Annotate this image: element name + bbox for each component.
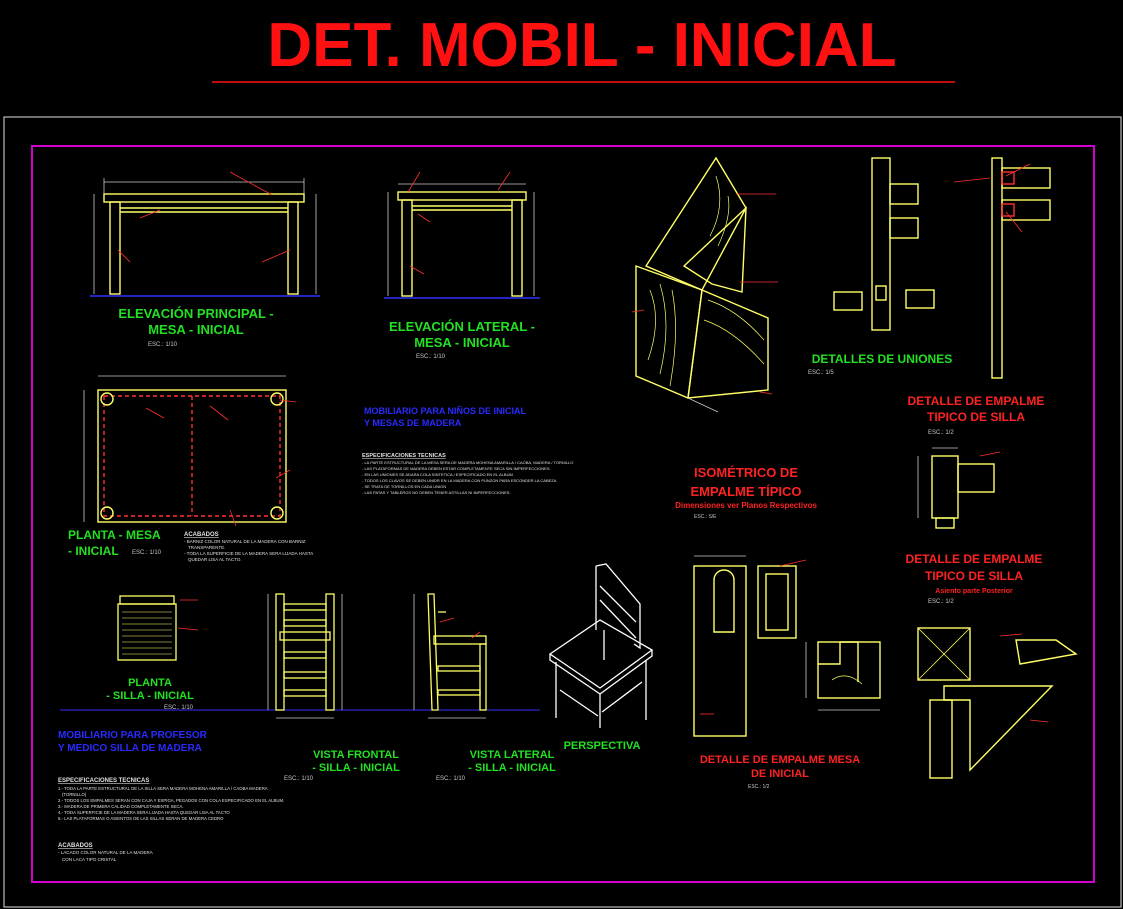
isometric-title-2: EMPALME TÍPICO: [691, 484, 802, 499]
specs-mesa-heading: ESPECIFICACIONES TECNICAS: [362, 453, 446, 459]
planta-silla-scale: ESC.: 1/10: [164, 705, 194, 711]
perspectiva-title: PERSPECTIVA: [564, 740, 641, 752]
vista-lateral-scale: ESC.: 1/10: [436, 776, 466, 782]
sheet-title: DET. MOBIL - INICIAL: [267, 11, 896, 80]
mobiliario-profesor-line-1: MOBILIARIO PARA PROFESOR: [58, 730, 208, 741]
acabados-silla-line-1: CON LACA TIPO CRISTAL: [62, 857, 117, 862]
elevation-lateral-drawing: [384, 191, 540, 299]
elevation-lateral-scale: ESC.: 1/10: [416, 354, 446, 360]
vista-frontal-drawing: [275, 593, 335, 711]
specs-mesa-line-0: - LA PARTE ESTRUCTURAL DE LA MESA SERA D…: [362, 460, 573, 465]
uniones-drawing: [833, 157, 1051, 379]
elevation-principal-drawing: [90, 193, 320, 297]
empalme-silla-1-title-1: DETALLE DE EMPALME: [908, 394, 1045, 408]
specs-silla-line-5: 5.- LAS PLATAFORMAS O ASIENTOS DE LAS SI…: [58, 816, 224, 821]
uniones-title: DETALLES DE UNIONES: [812, 352, 952, 366]
empalme-mesa-drawing: [693, 565, 881, 737]
uniones-notes: [953, 163, 1031, 233]
specs-silla-line-1: (TORNILLO): [62, 792, 87, 797]
elevation-principal-scale: ESC.: 1/10: [148, 342, 178, 348]
empalme-silla-2-drawing: [917, 627, 1078, 779]
planta-silla-drawing: [117, 595, 177, 661]
empalme-mesa-title-2: DE INICIAL: [751, 768, 809, 780]
empalme-silla-1-drawing: [931, 455, 995, 529]
vista-frontal-scale: ESC.: 1/10: [284, 776, 314, 782]
mobiliario-profesor-line-2: Y MEDICO SILLA DE MADERA: [58, 743, 202, 754]
perspectiva-drawing: [548, 563, 654, 728]
isometric-scale: ESC.: S/E: [694, 514, 717, 520]
empalme-silla-2-title-1: DETALLE DE EMPALME: [906, 552, 1043, 566]
elevation-lateral-title-1: ELEVACIÓN LATERAL -: [389, 319, 535, 334]
planta-mesa-scale: ESC.: 1/10: [132, 550, 162, 556]
specs-silla-line-0: 1.- TODA LA PARTE ESTRUCTURAL DE LA SILL…: [58, 786, 268, 791]
empalme-mesa-scale: ESC.: 1/2: [748, 784, 770, 790]
acabados-silla-heading: ACABADOS: [58, 843, 93, 849]
specs-mesa-line-2: - EN LAS UNIONES SE ADARA COLA SINTETICA…: [362, 472, 514, 477]
specs-mesa-line-1: - LAS PLATAFORMAS DE MADERA DEBEN ESTAR …: [362, 466, 551, 471]
empalme-silla-2-scale: ESC.: 1/2: [928, 599, 954, 605]
planta-silla-title-2: - SILLA - INICIAL: [106, 690, 194, 702]
planta-mesa-title-1: PLANTA - MESA: [68, 528, 161, 542]
acabados-mesa-line-1: TRANSPARENTE.: [188, 545, 225, 550]
specs-silla-heading: ESPECIFICACIONES TECNICAS: [58, 778, 149, 784]
specs-silla-line-2: 2.- TODOS LOS EMPALMES SERAN CON CAJA Y …: [58, 798, 284, 803]
planta-mesa-title-2: - INICIAL: [68, 544, 119, 558]
specs-mesa-line-4: - SE TRATA DE TORNILLOS EN CADA UNION: [362, 484, 446, 489]
isometric-title-1: ISOMÉTRICO DE: [694, 465, 798, 480]
elevation-lateral-title-2: MESA - INICIAL: [414, 335, 510, 350]
isometric-joint-notes: [631, 193, 778, 395]
acabados-mesa-line-0: - BARNIZ COLOR NATURAL DE LA MADERA CON …: [184, 539, 306, 544]
uniones-scale: ESC.: 1/5: [808, 370, 834, 376]
elevation-principal-notes: [117, 171, 291, 263]
elevation-principal-title-1: ELEVACIÓN PRINCIPAL -: [118, 306, 273, 321]
mobiliario-ninos-line-1: MOBILIARIO PARA NIÑOS DE INICIAL: [364, 406, 527, 416]
specs-silla-line-3: 3.- MADERA DE PRIMERA CALIDAD COMPLETAME…: [58, 804, 184, 809]
elevation-lateral-dims: [387, 183, 535, 296]
planta-mesa-dims: [83, 375, 286, 522]
acabados-mesa-line-2: - TODA LA SUPERFICIE DE LA MADERA SERA L…: [184, 551, 313, 556]
planta-mesa-drawing: [97, 389, 287, 523]
vista-frontal-title-1: VISTA FRONTAL: [313, 749, 399, 761]
specs-mesa-line-5: - LAS PATAS Y TABLEROS NO DEBEN TENER AS…: [362, 490, 511, 495]
mobiliario-ninos-line-2: Y MESAS DE MADERA: [364, 418, 462, 428]
acabados-mesa-line-3: QUEDAR LISA AL TACTO.: [188, 557, 242, 562]
outer-border: [3, 116, 1122, 908]
elevation-principal-title-2: MESA - INICIAL: [148, 322, 244, 337]
inner-frame: [31, 145, 1095, 883]
vista-frontal-title-2: - SILLA - INICIAL: [312, 762, 400, 774]
isometric-joint-drawing: [635, 156, 769, 400]
planta-mesa-notes: [145, 399, 297, 527]
vista-lateral-drawing: [427, 593, 487, 711]
empalme-silla-2-subtitle: Asiento parte Posterior: [935, 588, 1013, 595]
empalme-mesa-title-1: DETALLE DE EMPALME MESA: [700, 754, 860, 766]
vista-lateral-title-2: - SILLA - INICIAL: [468, 762, 556, 774]
empalme-silla-1-scale: ESC.: 1/2: [928, 430, 954, 436]
elevation-principal-dims: [93, 178, 317, 294]
elevation-lateral-notes: [407, 171, 511, 275]
empalme-silla-2-title-2: TIPICO DE SILLA: [925, 569, 1023, 583]
isometric-subtitle: Dimensiones ver Planos Respectivos: [675, 501, 817, 510]
acabados-silla-line-0: - LACADO COLOR NATURAL DE LA MADERA: [58, 850, 153, 855]
specs-silla-line-4: 4.- TODA SUPERFICIE DE LA MADERA SERA LI…: [58, 810, 230, 815]
empalme-silla-1-title-2: TIPICO DE SILLA: [927, 410, 1025, 424]
acabados-mesa-heading: ACABADOS: [184, 532, 219, 538]
planta-silla-title-1: PLANTA: [128, 677, 172, 689]
vista-lateral-title-1: VISTA LATERAL: [470, 749, 555, 761]
specs-mesa-line-3: - TODOS LOS CLAVOS SE DEBEN UNIDR EN LA …: [362, 478, 557, 483]
